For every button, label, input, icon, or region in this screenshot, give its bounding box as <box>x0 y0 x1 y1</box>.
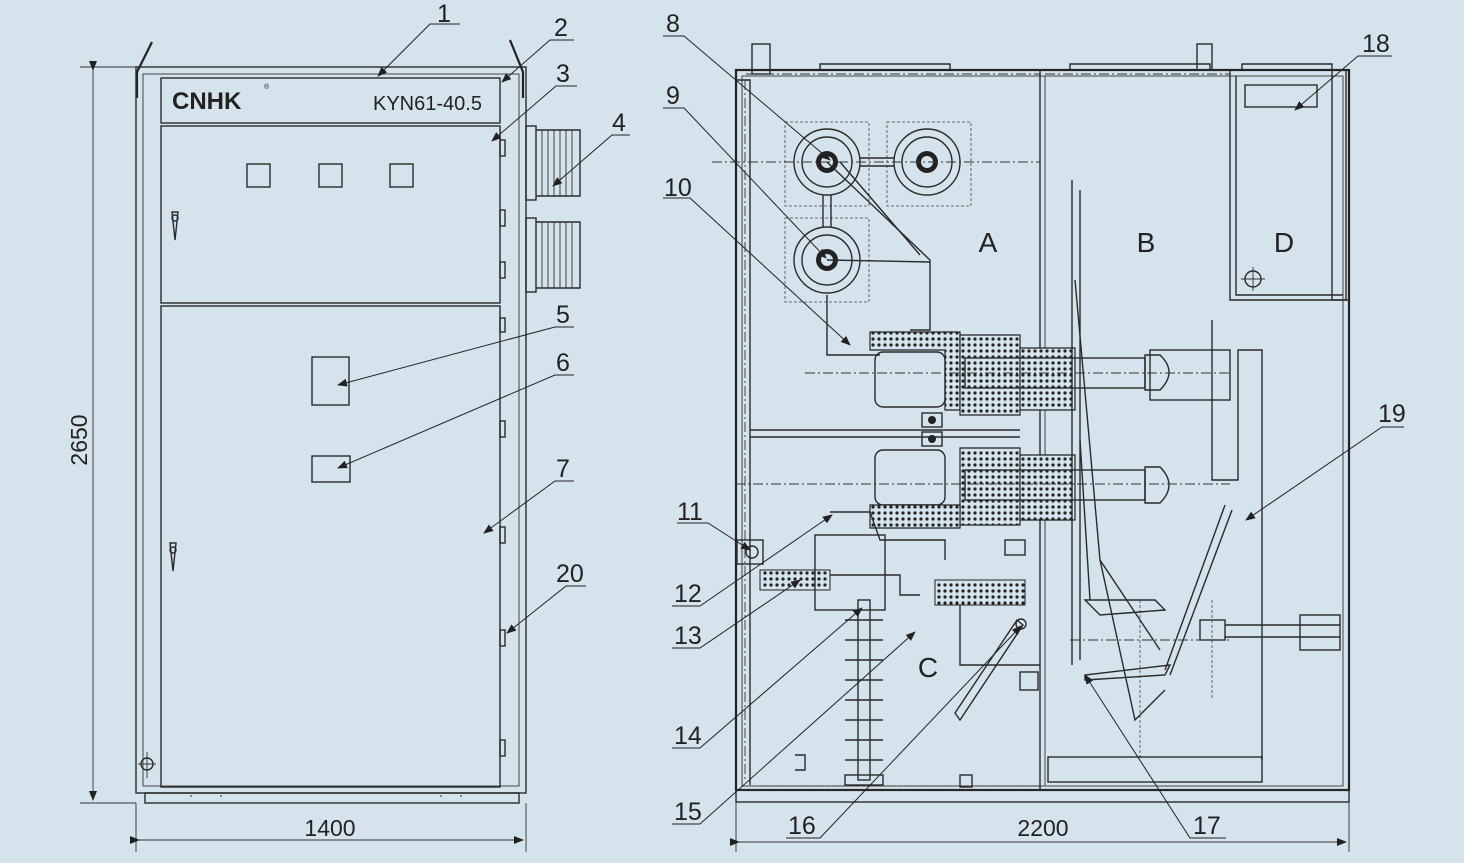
callout-numbers: 1 2 3 4 5 6 7 8 9 10 11 12 13 14 15 16 1… <box>437 0 1406 840</box>
callout-18: 18 <box>1362 30 1390 58</box>
callout-20: 20 <box>556 560 584 588</box>
callout-12: 12 <box>674 580 702 608</box>
front-view: CNHK ® KYN61-40.5 <box>66 39 581 852</box>
callout-14: 14 <box>674 722 702 750</box>
zone-d: D <box>1274 227 1294 258</box>
callout-7: 7 <box>556 455 570 483</box>
upper-door <box>160 125 501 304</box>
busbar-bushings <box>784 121 972 303</box>
model-label: KYN61-40.5 <box>373 93 482 115</box>
callout-5: 5 <box>556 301 570 329</box>
callout-9: 9 <box>666 82 680 110</box>
brand-logo: CNHK <box>172 88 242 115</box>
callout-17: 17 <box>1193 812 1221 840</box>
side-view: A B C D 2200 <box>712 43 1351 852</box>
width-dimension: 1400 <box>304 815 355 841</box>
callout-4: 4 <box>612 109 626 137</box>
callout-19: 19 <box>1378 400 1406 428</box>
height-dimension: 2650 <box>66 414 92 465</box>
callout-15: 15 <box>674 798 702 826</box>
callout-6: 6 <box>556 349 570 377</box>
lower-door <box>160 305 501 788</box>
brand-mark: ® <box>264 83 270 91</box>
callout-16: 16 <box>788 812 816 840</box>
callout-13: 13 <box>674 622 702 650</box>
callout-10: 10 <box>664 174 692 202</box>
post-insulator <box>844 599 884 786</box>
callout-2: 2 <box>554 14 568 42</box>
callout-1: 1 <box>437 0 451 28</box>
nameplate <box>160 77 501 124</box>
zone-a: A <box>979 227 998 258</box>
callout-11: 11 <box>677 498 703 526</box>
depth-dimension: 2200 <box>1017 815 1068 841</box>
zone-b: B <box>1137 227 1156 258</box>
callout-leaders <box>337 23 1404 839</box>
side-bushings <box>525 125 581 293</box>
zone-c: C <box>918 652 938 683</box>
callout-8: 8 <box>666 10 680 38</box>
callout-3: 3 <box>556 60 570 88</box>
